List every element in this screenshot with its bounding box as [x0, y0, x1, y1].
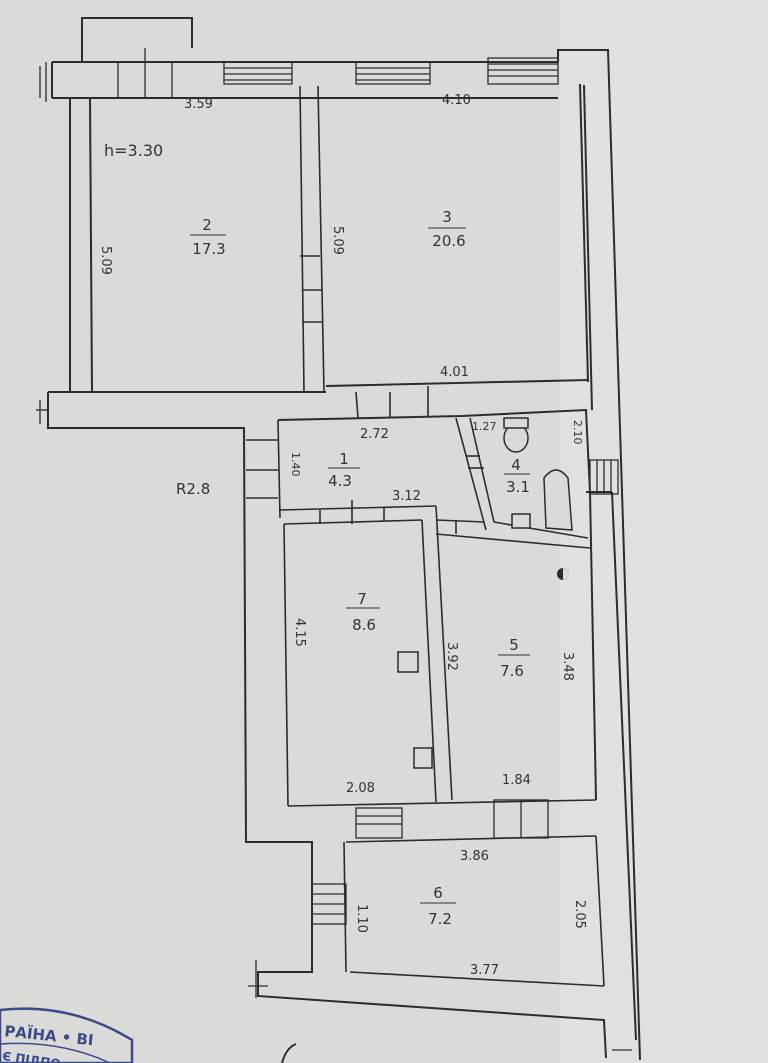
room-3-area: 20.6	[432, 232, 465, 250]
room-2-area: 17.3	[192, 240, 225, 258]
scribble-mark	[281, 1043, 297, 1063]
room-7-number: 7	[357, 590, 367, 608]
dim-room6-right: 2.05	[572, 900, 587, 929]
dim-room3-top: 4.10	[442, 93, 471, 108]
ceiling-height-label: h=3.30	[104, 141, 163, 160]
dim-room4-left: 1.27	[472, 420, 497, 433]
room-7-area: 8.6	[352, 616, 376, 634]
heater-icon	[413, 747, 433, 769]
top-windows	[36, 48, 559, 424]
dim-room7-side: 4.15	[292, 618, 307, 647]
dim-room1-bottom: 3.12	[392, 489, 421, 504]
dim-room3-bottom: 4.01	[440, 365, 469, 380]
room-1-area: 4.3	[328, 472, 352, 490]
outer-label: R2.8	[176, 480, 210, 498]
room-6-number: 6	[433, 884, 443, 902]
dim-room2-top: 3.59	[184, 97, 213, 112]
outer-walls	[47, 17, 641, 1061]
room-4-area: 3.1	[506, 478, 530, 496]
dim-room5-right: 3.48	[560, 652, 575, 681]
dim-room4-right: 2.10	[571, 420, 584, 445]
dim-room6-top: 3.86	[460, 849, 489, 864]
toilet-tank-icon	[503, 417, 529, 429]
room-3-number: 3	[442, 208, 452, 226]
dim-room7-bottom: 2.08	[346, 781, 375, 796]
room-4-number: 4	[511, 456, 521, 474]
room-5-number: 5	[509, 636, 519, 654]
dim-room1-side: 1.40	[289, 452, 302, 477]
dim-room5-bottom: 1.84	[502, 773, 531, 788]
sink-icon	[511, 513, 531, 529]
stove-icon	[397, 651, 419, 673]
bathtub-icon	[543, 469, 573, 531]
paper-highlight	[560, 0, 768, 1063]
fixtures	[397, 417, 573, 769]
dim-room3-side: 5.09	[330, 226, 345, 255]
dim-room5-left: 3.92	[444, 642, 459, 671]
room-6-area: 7.2	[428, 910, 452, 928]
room-5-area: 7.6	[500, 662, 524, 680]
gas-riser-half	[563, 568, 569, 580]
dim-room2-side: 5.09	[98, 246, 113, 275]
dim-room1-top: 2.72	[360, 427, 389, 442]
dim-room6-bottom: 3.77	[470, 963, 499, 978]
room-1-number: 1	[339, 450, 349, 468]
interior-walls	[246, 85, 632, 1051]
room-2-number: 2	[202, 216, 212, 234]
dim-room6-left: 1.10	[354, 904, 369, 933]
